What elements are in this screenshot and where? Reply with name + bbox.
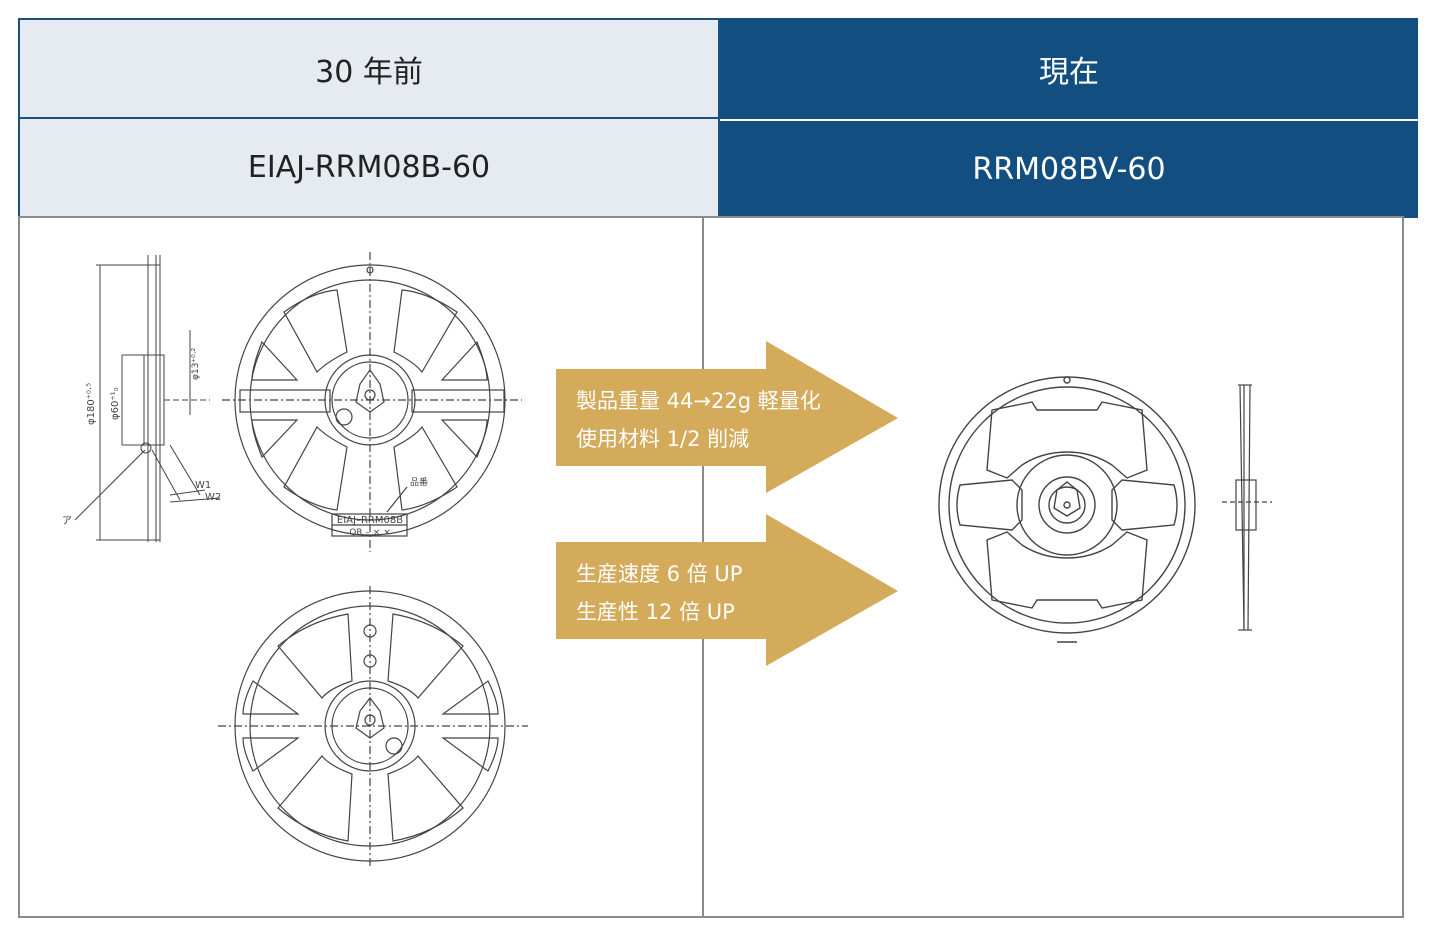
w1-label: W1 <box>195 480 211 491</box>
dim-180-label: φ180⁺⁰·⁵ <box>86 383 97 425</box>
hinban-label: 品番 <box>410 476 428 488</box>
model-current-label: RRM08BV-60 <box>972 152 1166 187</box>
model-past: EIAJ-RRM08B-60 <box>18 117 720 218</box>
model-current: RRM08BV-60 <box>720 119 1418 218</box>
a-label: ア <box>62 516 72 527</box>
past-reel-front-view: EIAJ–RRM08B QR – × × 品番 <box>222 252 522 552</box>
arrow-productivity-text: 生産速度 6 倍 UP 生産性 12 倍 UP <box>576 555 742 631</box>
nameplate-top: EIAJ–RRM08B <box>337 515 403 526</box>
arrow-weight-line-1: 製品重量 44→22g 軽量化 <box>576 389 821 413</box>
arrow-productivity <box>556 514 898 666</box>
arrow-productivity-line-1: 生産速度 6 倍 UP <box>576 562 743 586</box>
dim-13-label: φ13⁺⁰·² <box>191 347 201 380</box>
header-past: 30 年前 <box>18 18 720 119</box>
current-reel-side-view <box>1222 384 1272 631</box>
arrow-productivity-line-2: 生産性 12 倍 UP <box>576 600 735 624</box>
past-reel-side-view: φ180⁺⁰·⁵ φ60⁺¹₀ φ13⁺⁰·² W1 W2 ア <box>62 255 221 542</box>
arrow-weight-line-2: 使用材料 1/2 削減 <box>576 427 750 451</box>
header-past-title: 30 年前 <box>315 54 423 90</box>
current-reel-front-view <box>938 376 1196 643</box>
nameplate-bottom: QR – × × <box>349 528 391 538</box>
header-current-title: 現在 <box>1039 54 1099 90</box>
arrow-weight-text: 製品重量 44→22g 軽量化 使用材料 1/2 削減 <box>576 382 821 458</box>
dim-60-label: φ60⁺¹₀ <box>110 387 121 420</box>
model-past-label: EIAJ-RRM08B-60 <box>247 150 491 185</box>
past-reel-back-view <box>218 586 528 866</box>
header-current: 現在 <box>720 18 1418 119</box>
w2-label: W2 <box>205 492 221 503</box>
arrow-weight-reduction <box>556 341 898 493</box>
